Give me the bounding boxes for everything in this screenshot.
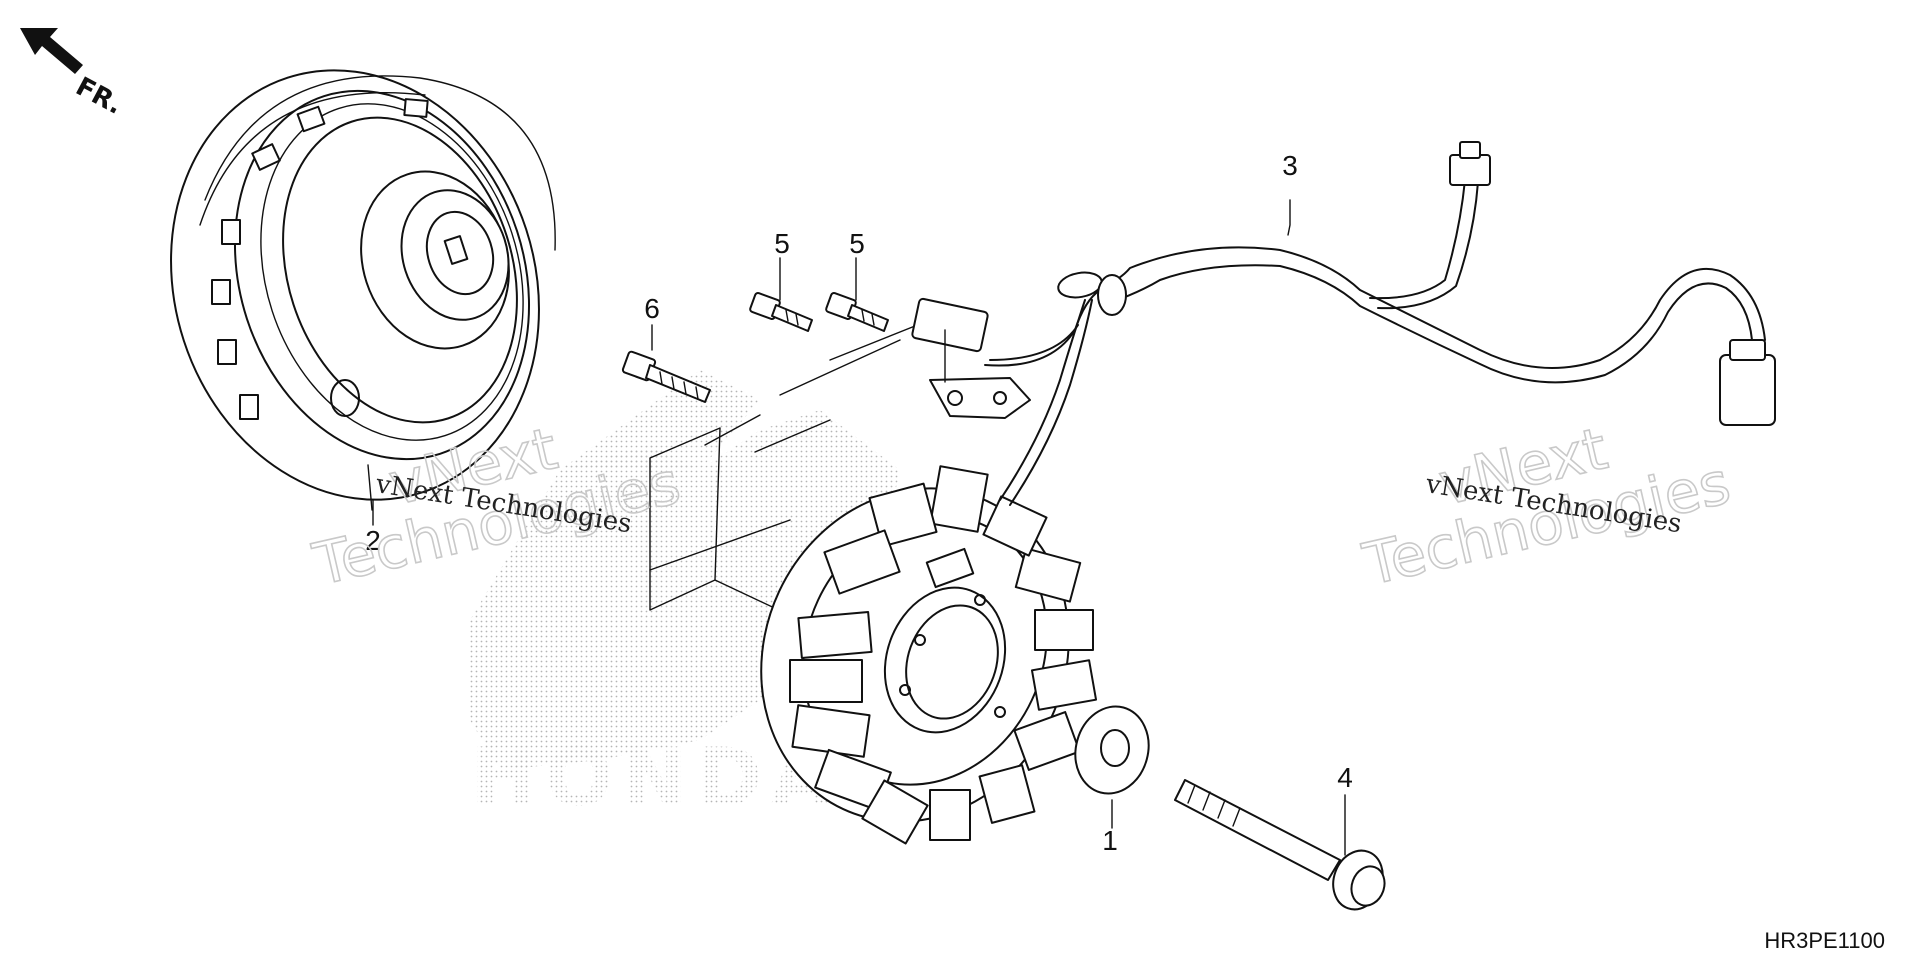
pulse-generator-icon (911, 297, 1031, 419)
front-direction-label: FR. (71, 72, 128, 121)
callout-leaders (372, 199, 1346, 856)
callout-6: 6 (644, 293, 660, 324)
background-logo-text: HONDA (470, 731, 840, 824)
callout-2: 2 (365, 525, 381, 556)
background-wing-logo: HONDA (470, 370, 900, 824)
bolt-5b-icon (825, 292, 889, 332)
washer-icon (1074, 705, 1150, 795)
bolt-5a-icon (749, 292, 813, 332)
stator-icon (760, 465, 1098, 845)
callout-4: 4 (1337, 762, 1353, 793)
bolt-6-icon (621, 350, 711, 403)
flange-bolt-icon (1174, 779, 1386, 911)
callout-5a: 5 (774, 228, 790, 259)
front-direction-arrow-icon: FR. (20, 28, 127, 121)
diagram-code: HR3PE1100 (1764, 928, 1885, 953)
callout-1: 1 (1102, 825, 1118, 856)
callout-3: 3 (1282, 150, 1298, 181)
callout-5b: 5 (849, 228, 865, 259)
wire-harness-icon (984, 141, 1776, 506)
watermark-right: vNext Technologies vNext Technologies (1356, 413, 1737, 599)
flywheel-icon (170, 69, 556, 511)
